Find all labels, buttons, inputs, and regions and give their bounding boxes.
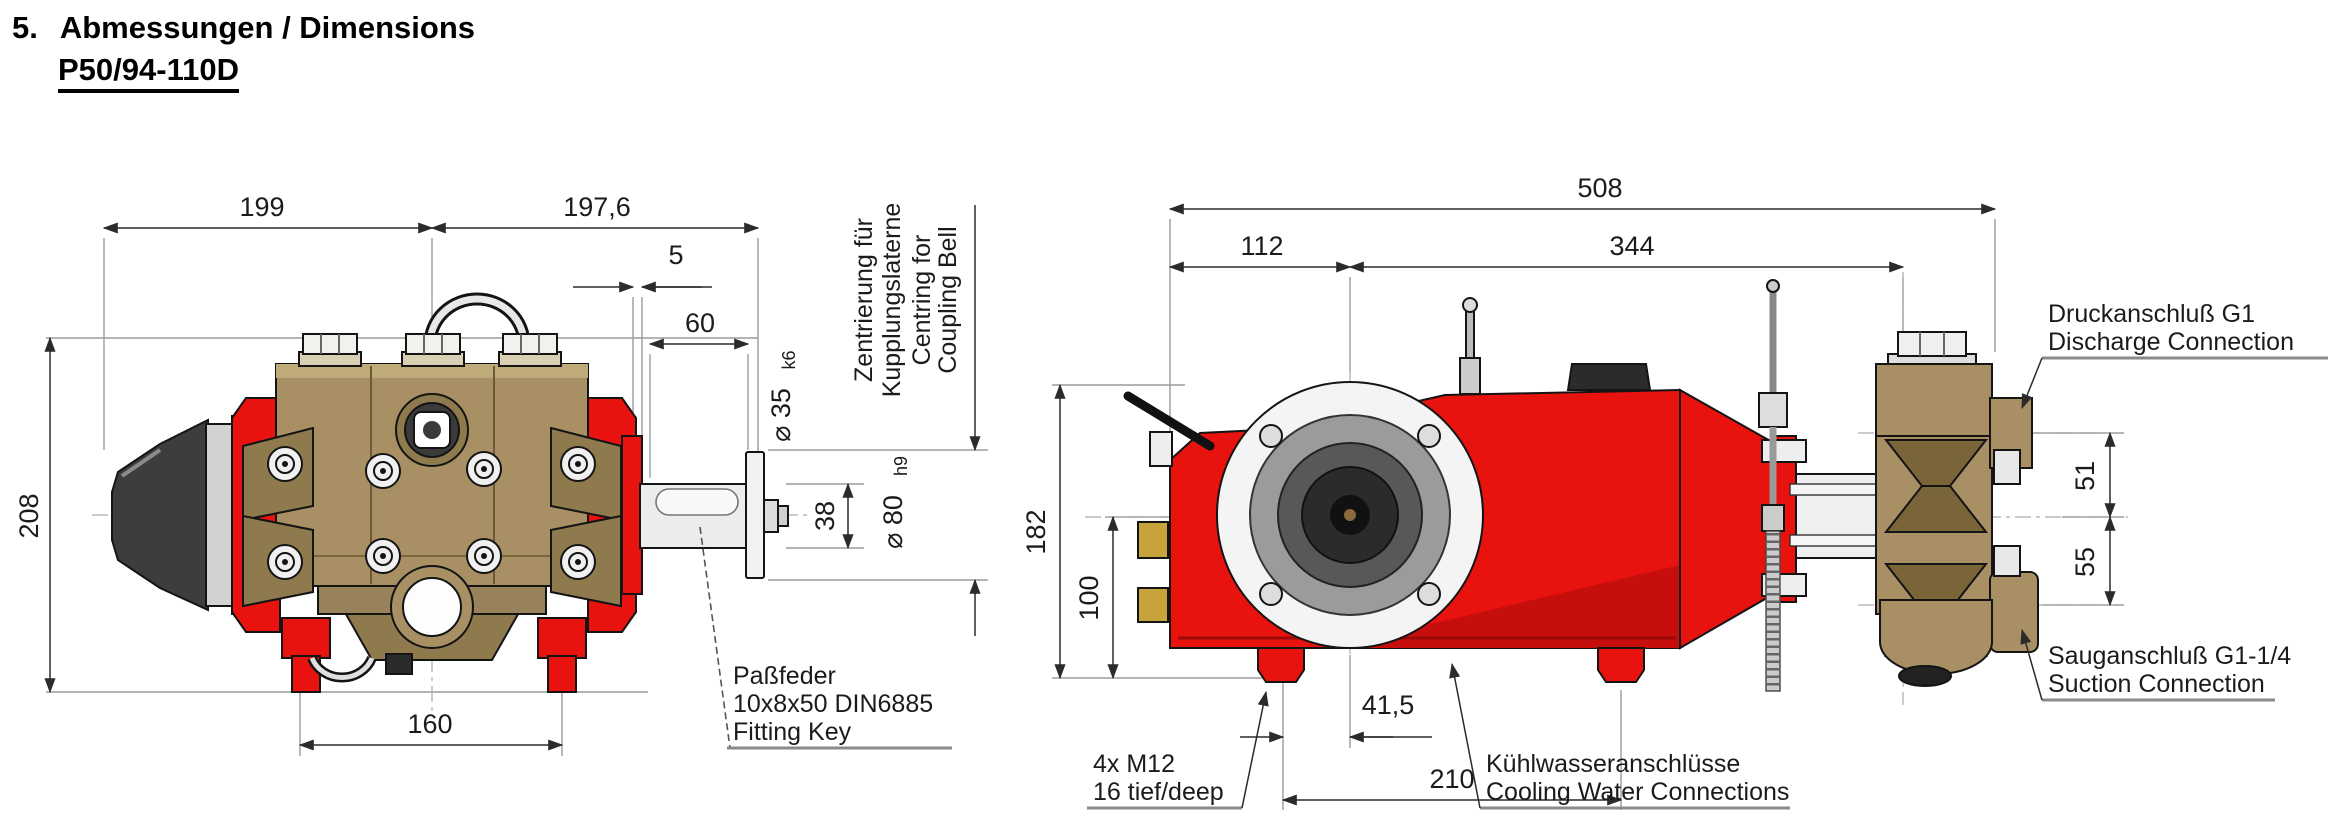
suction-note: Sauganschluß G1-1/4 Suction Connection (2020, 628, 2291, 702)
discharge-note: Druckanschluß G1 Discharge Connection (2021, 300, 2328, 410)
dim-center-height: 100 (1074, 515, 1119, 680)
dim-label-dia35-tol: k6 (779, 350, 799, 369)
page-title: 5. Abmessungen / Dimensions (12, 10, 475, 46)
dim-label-160: 160 (407, 709, 452, 739)
dim-label-dia35: ⌀ 35 (766, 388, 796, 442)
dim-foot-spacing: 160 (298, 709, 564, 751)
suction-label-en: Suction Connection (2048, 670, 2265, 698)
dim-label-197-6: 197,6 (563, 192, 631, 222)
dim-total-length: 508 (1168, 173, 1997, 215)
section-heading: Abmessungen / Dimensions (59, 10, 475, 45)
cooling-label-de: Kühlwasseranschlüsse (1486, 750, 1740, 778)
dim-label-508: 508 (1577, 173, 1622, 203)
dim-height: 208 (14, 336, 56, 694)
dim-label-5: 5 (668, 240, 683, 270)
dim-label-38: 38 (810, 501, 840, 531)
side-view-drawing: 508 112 344 182 100 41,5 (1021, 173, 2328, 810)
dim-label-210: 210 (1429, 764, 1474, 794)
discharge-label-en: Discharge Connection (2048, 328, 2294, 356)
dim-label-112: 112 (1240, 231, 1283, 261)
key-label-en: Fitting Key (733, 718, 852, 746)
dim-label-344: 344 (1609, 231, 1654, 261)
dim-center-to-port: 344 (1348, 231, 1905, 273)
sight-glass (395, 393, 469, 467)
dim-label-60: 60 (685, 308, 715, 338)
centring-de2: Kupplungslaterne (878, 203, 906, 398)
dim-label-55: 55 (2070, 547, 2100, 577)
dim-label-51: 51 (2070, 461, 2100, 491)
suction-port-boss (1989, 571, 2039, 653)
mounting-holes-note: 4x M12 16 tief/deep (1087, 690, 1269, 810)
dim-key-height: 38 (810, 482, 854, 550)
dim-discharge-offset: 51 (2070, 431, 2116, 519)
oil-dipstick (1459, 297, 1481, 395)
bottom-handle (307, 653, 413, 683)
cooling-label-en: Cooling Water Connections (1486, 778, 1789, 806)
dim-label-dia80-tol: h9 (891, 456, 911, 476)
valve-plugs-top (298, 333, 562, 367)
dim-label-dia80: ⌀ 80 (878, 495, 908, 549)
dim-shaft-diameter: ⌀ 35 k6 (766, 350, 799, 441)
dim-label-100: 100 (1074, 575, 1104, 620)
vent-lever (1123, 391, 1215, 451)
centring-note: Zentrierung für Kupplungslaterne Centrin… (850, 203, 962, 398)
fitting-key-note: Paßfeder 10x8x50 DIN6885 Fitting Key (699, 526, 952, 750)
dim-width-left: 199 (102, 192, 434, 234)
centring-en2: Coupling Bell (934, 226, 962, 373)
dim-shaft-length: 60 (648, 308, 750, 350)
gearbox-taper (1679, 388, 1807, 650)
front-view-drawing: 199 197,6 5 60 208 160 (14, 192, 988, 756)
lifting-handle (423, 292, 531, 345)
bottom-port (390, 565, 474, 649)
centring-en1: Centring for (908, 235, 936, 366)
key-label-de: Paßfeder (733, 662, 836, 690)
shaft-cover-cone (111, 415, 249, 615)
suction-label-de: Sauganschluß G1-1/4 (2048, 642, 2291, 670)
dim-foot-spacing-side: 210 (1281, 764, 1623, 806)
dim-width-right: 197,6 (430, 192, 760, 234)
head-bolts (267, 446, 596, 580)
cooling-water-note: Kühlwasseranschlüsse Cooling Water Conne… (1449, 662, 1790, 810)
bell-housing-face (1216, 381, 1484, 649)
cooling-water-stud (1758, 279, 1788, 692)
dim-suction-offset: 55 (2070, 515, 2116, 607)
drive-shaft (639, 451, 789, 579)
dim-label-41-5: 41,5 (1362, 690, 1415, 720)
dim-label-182: 182 (1021, 509, 1051, 554)
mounting-label-1: 4x M12 (1093, 750, 1175, 778)
dim-side-height: 182 (1021, 383, 1066, 680)
dim-gap: 5 (573, 240, 712, 293)
centring-de1: Zentrierung für (850, 218, 878, 382)
key-label-size: 10x8x50 DIN6885 (733, 690, 933, 718)
pump-model: P50/94-110D (58, 52, 239, 93)
dim-front-to-center: 112 (1168, 231, 1352, 273)
dim-label-199: 199 (239, 192, 284, 222)
dim-label-208: 208 (14, 493, 44, 538)
discharge-label-de: Druckanschluß G1 (2048, 300, 2255, 328)
section-number: 5. (12, 10, 38, 45)
mounting-label-2: 16 tief/deep (1093, 778, 1224, 806)
dim-spigot-diameter: ⌀ 80 h9 (878, 205, 981, 636)
plunger-cylinder (1789, 473, 1881, 559)
dim-foot-offset: 41,5 (1240, 690, 1432, 743)
side-pump-head (1875, 331, 2039, 687)
